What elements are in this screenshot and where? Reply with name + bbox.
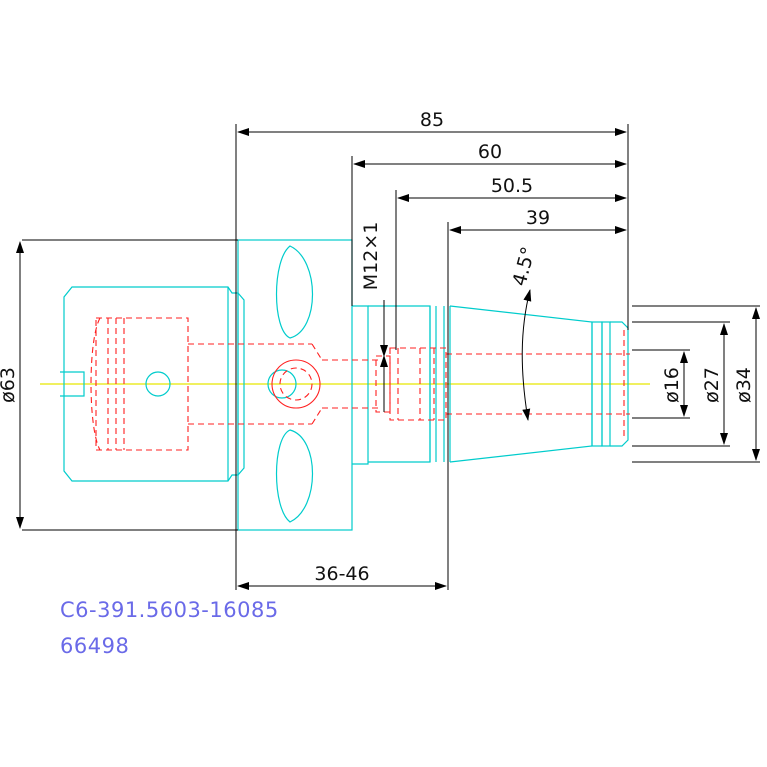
dim-39-label: 39 bbox=[526, 207, 550, 229]
dim-60-label: 60 bbox=[478, 141, 502, 163]
dim-dia-63-label: ø63 bbox=[0, 367, 19, 403]
dimension-lines bbox=[16, 124, 760, 590]
hidden-lines bbox=[90, 317, 630, 451]
dim-36-46-label: 36-46 bbox=[314, 563, 369, 585]
dim-85-label: 85 bbox=[420, 109, 444, 131]
dim-dia-34-label: ø34 bbox=[733, 367, 755, 403]
dim-thread-label: M12×1 bbox=[360, 222, 382, 291]
dim-dia-16-label: ø16 bbox=[661, 367, 683, 403]
dim-angle-label: 4.5° bbox=[508, 244, 540, 288]
dim-dia-27-label: ø27 bbox=[701, 367, 723, 403]
dim-50-5-label: 50.5 bbox=[491, 175, 533, 197]
part-number: C6-391.5603-16085 bbox=[60, 598, 279, 622]
part-code: 66498 bbox=[60, 634, 130, 658]
part-outline bbox=[60, 239, 629, 531]
